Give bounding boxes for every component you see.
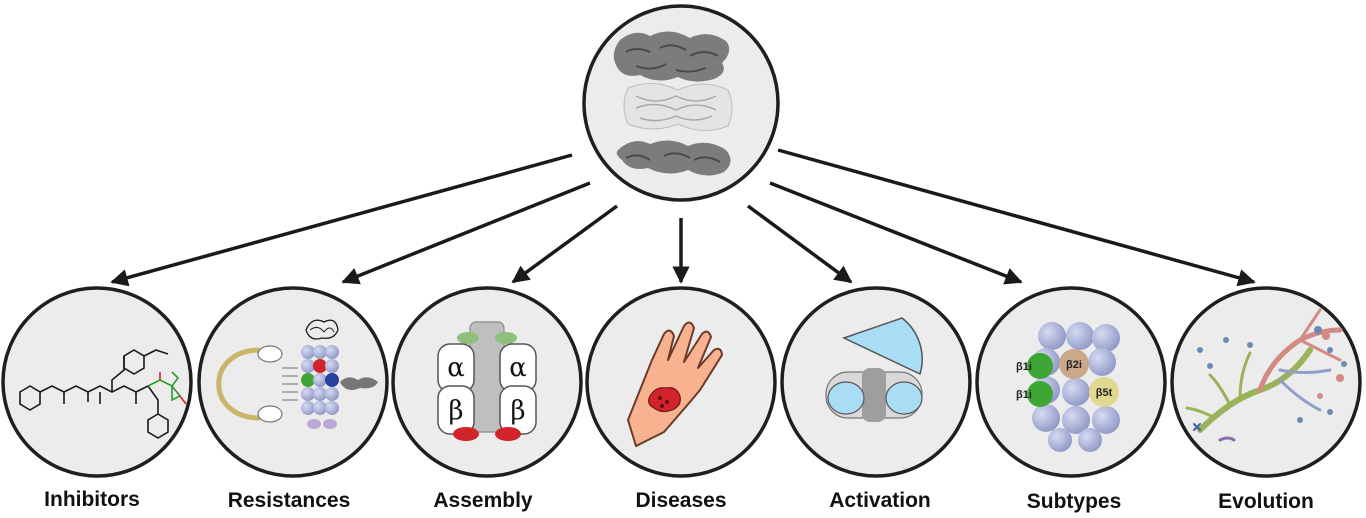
proteasome-spheres [301, 345, 339, 415]
arrows [110, 148, 1256, 287]
subunit-spheres-icon: β1i β1i β2i β5t [1016, 322, 1120, 452]
arrow-to-subtypes [769, 181, 1023, 285]
topic-label-subtypes: Subtypes [1027, 490, 1122, 513]
alpha-label-right: α [509, 353, 527, 383]
topic-label-diseases: Diseases [635, 489, 726, 512]
center-hub [582, 4, 780, 202]
activator-cap-icon [825, 317, 923, 422]
alpha-label-left: α [447, 353, 465, 383]
arrow-to-activation [746, 204, 853, 284]
hand-lesion-icon [627, 321, 723, 447]
arrow-to-inhibitors [110, 153, 573, 287]
subtype-b1i-upper: β1i [1016, 361, 1032, 373]
proteasome-structure-icon [613, 31, 733, 176]
chemical-structure-icon [19, 349, 187, 439]
assembly-schematic-icon: α α β β [437, 321, 537, 441]
topic-label-assembly: Assembly [433, 489, 533, 512]
topic-label-activation: Activation [829, 489, 931, 512]
topic-label-resistances: Resistances [228, 489, 351, 512]
inhibitors-circle [1, 286, 193, 478]
topic-label-inhibitors: Inhibitors [44, 488, 140, 511]
subtype-b2i: β2i [1066, 359, 1082, 371]
arrow-to-evolution [777, 148, 1256, 287]
beta-label-left: β [448, 396, 463, 426]
arrow-to-assembly [511, 204, 619, 284]
subtype-b1i-lower: β1i [1016, 389, 1032, 401]
evolution-circle [1170, 286, 1362, 478]
subtype-b5t: β5t [1096, 387, 1113, 399]
topic-label-evolution: Evolution [1218, 490, 1314, 513]
beta-label-right: β [510, 396, 525, 426]
phylogenetic-tree-icon [1185, 308, 1347, 442]
arrow-to-resistances [341, 181, 591, 285]
topic-labels: Inhibitors Resistances Assembly Diseases… [44, 488, 1314, 513]
resistance-cartoon-icon [216, 319, 378, 429]
resistances-circle [197, 286, 389, 478]
